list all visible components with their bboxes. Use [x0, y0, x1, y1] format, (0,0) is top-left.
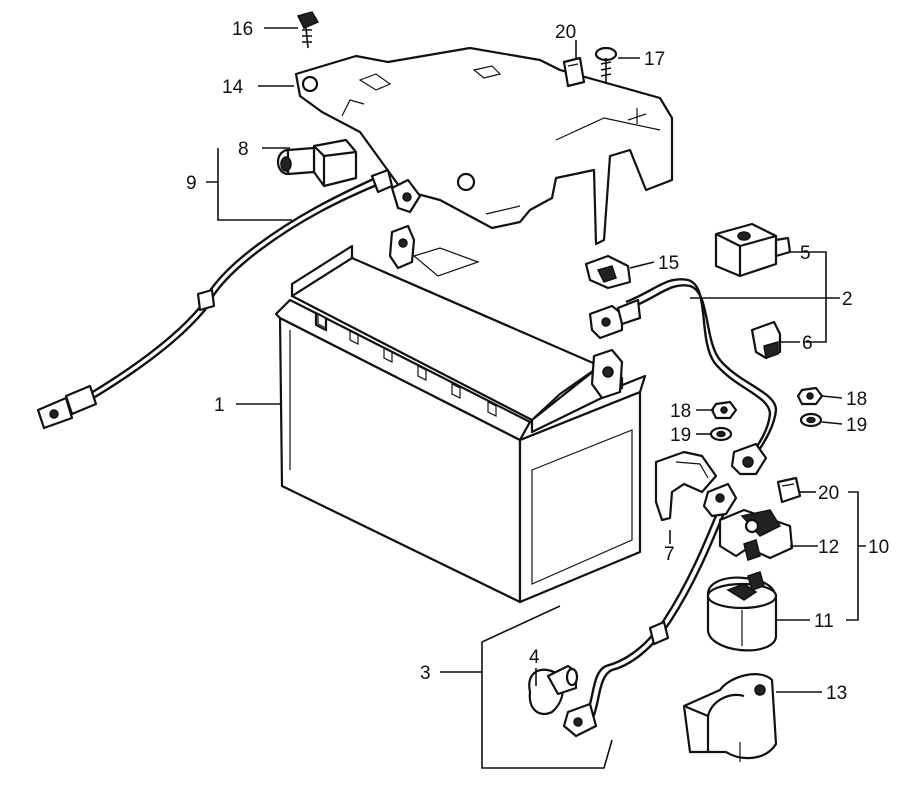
washer-19-right	[799, 412, 823, 428]
callout-20-top: 20	[555, 22, 576, 43]
callout-20-right: 20	[818, 483, 839, 504]
callout-19-left: 19	[670, 425, 691, 446]
terminal-bolt-4	[528, 664, 579, 716]
callout-18-left: 18	[670, 401, 691, 422]
battery	[274, 224, 647, 604]
screw-17	[594, 46, 618, 84]
callout-10: 10	[868, 537, 889, 558]
callout-6: 6	[802, 333, 813, 354]
callout-5: 5	[800, 243, 811, 264]
fuse-20-right	[776, 476, 802, 504]
callout-16: 16	[232, 19, 253, 40]
positive-cable-2	[588, 278, 778, 476]
callout-8: 8	[238, 139, 249, 160]
terminal-cover-5	[714, 222, 792, 278]
nut-18-right	[796, 386, 824, 406]
leader-lines	[206, 27, 866, 769]
callout-14: 14	[222, 77, 244, 98]
fuse-20-top	[562, 56, 586, 88]
relay-cover-12	[718, 508, 794, 561]
relay-11	[706, 571, 778, 652]
callout-12: 12	[818, 537, 839, 558]
callout-17: 17	[644, 49, 665, 70]
negative-cable-3	[562, 482, 738, 738]
callout-18-right: 18	[846, 389, 867, 410]
callout-13: 13	[826, 683, 847, 704]
callout-1: 1	[214, 395, 225, 416]
battery-holder-bracket	[294, 46, 674, 246]
relay-rubber-13	[682, 673, 778, 762]
callout-labels: 1 2 3 4 5 6 7 8 9 10 11 12 13 14 15 16 1…	[186, 19, 889, 704]
cable-9	[36, 168, 422, 430]
callout-7: 7	[664, 544, 675, 565]
callout-2: 2	[842, 289, 853, 310]
clamp-15	[584, 254, 632, 290]
cover-7	[654, 450, 718, 522]
clip-6	[750, 320, 782, 360]
callout-19-right: 19	[846, 415, 867, 436]
nut-18-left	[710, 400, 738, 420]
washer-19-left	[709, 426, 733, 442]
callout-4: 4	[529, 647, 540, 668]
callout-15: 15	[658, 253, 679, 274]
bolt-16	[296, 11, 320, 49]
callout-3: 3	[420, 663, 431, 684]
terminal-cover-8	[276, 138, 358, 188]
callout-9: 9	[186, 173, 197, 194]
callout-11: 11	[814, 611, 834, 632]
